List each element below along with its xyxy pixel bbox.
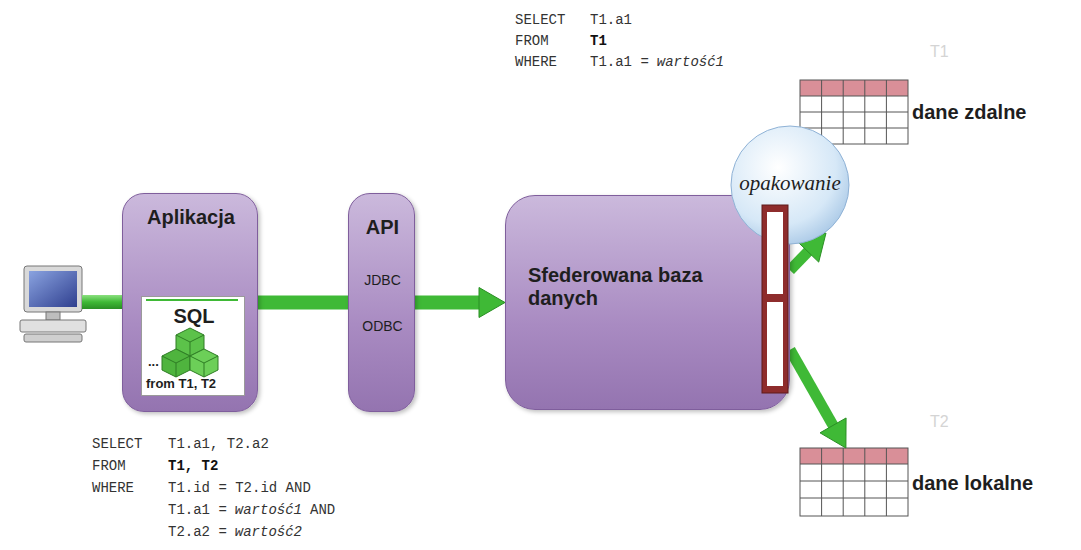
query-token: WHERE bbox=[515, 54, 557, 71]
remote-data-node: dane zdalne bbox=[800, 80, 1070, 146]
watermark: T2 bbox=[930, 412, 949, 431]
node-text: Sfederowana baza danych bbox=[528, 264, 728, 310]
query-token: T1.a1 = bbox=[168, 502, 227, 519]
query-token: SELECT bbox=[515, 12, 565, 29]
node-text: JDBC bbox=[349, 272, 416, 288]
arrow-shaft bbox=[790, 350, 834, 427]
computer-icon bbox=[20, 266, 86, 342]
node-text: dane zdalne bbox=[912, 101, 1068, 124]
query-token: T1.a1 bbox=[590, 12, 632, 29]
data-band bbox=[82, 295, 126, 309]
query-token: FROM bbox=[515, 33, 549, 50]
federated-db-box: Sfederowana baza danych bbox=[505, 195, 790, 410]
query-token: T1, T2 bbox=[168, 458, 218, 475]
application-box: AplikacjaSQL... from T1, T2 bbox=[122, 193, 258, 412]
local-table bbox=[800, 448, 908, 516]
query-token: wartość1 bbox=[657, 54, 724, 71]
cubes-icon bbox=[162, 328, 218, 377]
data-flow-arrow bbox=[415, 288, 505, 318]
node-text: ODBC bbox=[349, 318, 416, 334]
sql-icon: SQL... from T1, T2 bbox=[141, 296, 245, 396]
query-token: WHERE bbox=[92, 480, 134, 497]
query-token: wartość2 bbox=[235, 524, 302, 541]
arrow-shaft bbox=[258, 296, 348, 310]
query-token: T1.a1, T2.a2 bbox=[168, 436, 269, 453]
query-token: wartość1 bbox=[235, 502, 302, 519]
query-token: T1 bbox=[590, 33, 607, 50]
data-flow-arrow bbox=[790, 350, 846, 448]
data-flow-arrow bbox=[258, 302, 348, 303]
node-text: dane lokalne bbox=[912, 472, 1068, 495]
query-token: T2.a2 = bbox=[168, 524, 227, 541]
node-text: opakowanie bbox=[730, 171, 850, 195]
query-token: SELECT bbox=[92, 436, 142, 453]
node-text: API bbox=[349, 216, 416, 239]
wrapper-frame bbox=[762, 205, 788, 393]
arrow-head bbox=[479, 288, 505, 318]
watermark: T1 bbox=[930, 42, 949, 61]
node-text: ... bbox=[148, 355, 178, 370]
node-text: SQL bbox=[142, 305, 246, 328]
local-data-node: dane lokalne bbox=[800, 448, 1070, 518]
arrow-head bbox=[820, 418, 846, 448]
node-text: from T1, T2 bbox=[146, 377, 244, 392]
wrapper-circle: opakowanie bbox=[730, 125, 850, 245]
arrow-shaft bbox=[790, 250, 809, 270]
node-text: Aplikacja bbox=[123, 206, 259, 229]
api-box: API JDBC ODBC bbox=[348, 193, 415, 412]
query-token: AND bbox=[310, 502, 335, 519]
query-token: T1.id = T2.id AND bbox=[168, 480, 311, 497]
query-token: T1.a1 = bbox=[590, 54, 649, 71]
arrow-shaft bbox=[415, 296, 481, 310]
icon-bar bbox=[146, 299, 238, 301]
query-token: FROM bbox=[92, 458, 126, 475]
